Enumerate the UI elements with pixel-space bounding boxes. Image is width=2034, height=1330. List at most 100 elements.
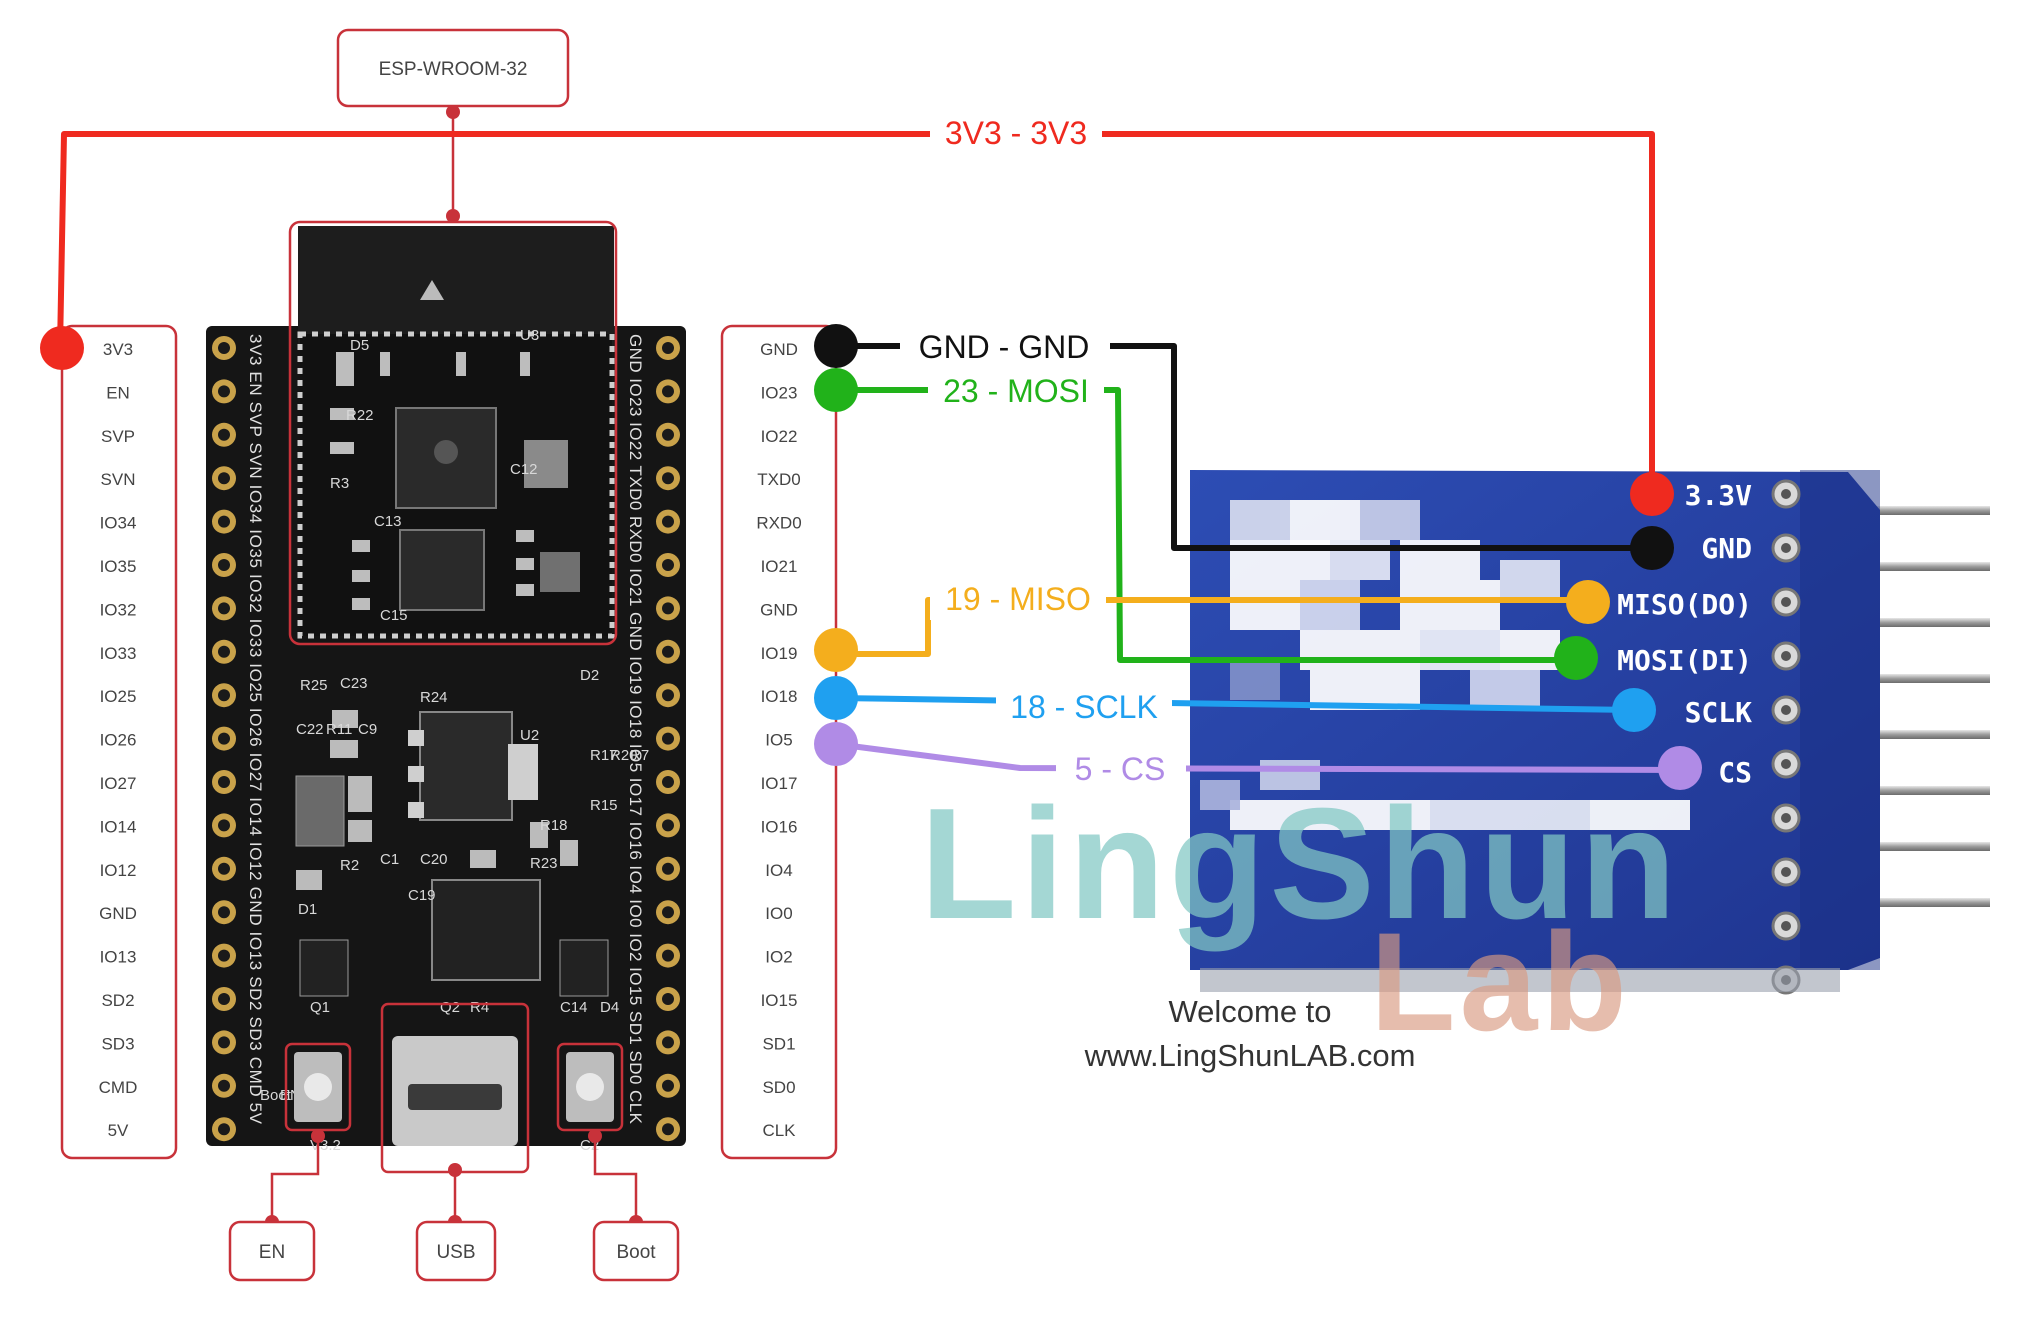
pixel-block <box>1300 630 1420 670</box>
left-pin-list: 3V3ENSVPSVNIO34IO35IO32IO33IO25IO26IO27I… <box>99 340 138 1140</box>
left-pin-label-io26: IO26 <box>100 731 137 750</box>
antenna-area <box>298 226 614 346</box>
board-lower-components <box>295 710 609 997</box>
header-hole-center <box>218 342 230 354</box>
wire-gnd: GND - GND <box>814 324 1674 570</box>
espressif-logo-icon <box>434 440 458 464</box>
silk-mark: D2 <box>580 667 599 684</box>
header-hole-center <box>218 862 230 875</box>
header-hole-center <box>662 949 674 962</box>
header-hole-center <box>662 602 674 615</box>
pixel-block <box>1400 580 1500 630</box>
header-hole-center <box>662 862 674 875</box>
right-pin-label-io17: IO17 <box>761 774 798 793</box>
left-pin-label-io33: IO33 <box>100 644 137 663</box>
wire-mosi: 23 - MOSI <box>814 368 1598 680</box>
sd-pin-hole-center <box>1781 813 1791 823</box>
en-label-box: EN <box>228 1220 316 1282</box>
sd-pin-label-5: CS <box>1718 756 1752 789</box>
silk-mark: R24 <box>420 689 448 706</box>
header-hole-center <box>662 819 674 832</box>
header-hole-center <box>218 689 230 702</box>
left-header-holes <box>212 336 236 1142</box>
header-hole-center <box>662 1123 674 1136</box>
left-pin-label-sd2: SD2 <box>101 991 134 1010</box>
right-pin-label-io4: IO4 <box>765 861 792 880</box>
header-hole-center <box>218 906 230 919</box>
silk-mark: C22 <box>296 721 324 738</box>
sd-pin-hole-center <box>1781 543 1791 553</box>
en-label: EN <box>259 1242 285 1263</box>
right-pin-label-io23: IO23 <box>761 383 798 402</box>
header-hole-center <box>218 949 230 962</box>
sd-header-pin <box>1830 786 1990 795</box>
header-hole-center <box>218 428 230 441</box>
pixel-block <box>1470 670 1540 710</box>
right-pin-label-io21: IO21 <box>761 557 798 576</box>
left-pin-label-svn: SVN <box>101 470 136 489</box>
header-hole-center <box>662 559 674 571</box>
left-pin-label-io13: IO13 <box>100 948 137 967</box>
header-hole-center <box>662 993 674 1005</box>
sd-pin-label-0: 3.3V <box>1685 479 1753 512</box>
sd-header-pin <box>1830 506 1990 515</box>
header-hole-center <box>218 1036 230 1049</box>
bottom-pointer-lines <box>270 1134 638 1222</box>
right-pin-list: GNDIO23IO22TXD0RXD0IO21GNDIO19IO18IO5IO1… <box>756 340 801 1140</box>
left-pin-label-io27: IO27 <box>100 774 137 793</box>
boot-button[interactable] <box>556 1042 624 1132</box>
left-pin-label-sd3: SD3 <box>101 1034 134 1053</box>
silk-mark: C23 <box>340 675 368 692</box>
silk-mark: D1 <box>298 901 317 918</box>
crystal <box>524 440 568 488</box>
sd-header-pin <box>1830 618 1990 627</box>
sd-header-pin <box>1830 842 1990 851</box>
silk-mark: R11 <box>326 721 352 738</box>
silk-mark: R25 <box>300 677 328 694</box>
pixel-block <box>1420 630 1500 670</box>
left-pin-label-5v: 5V <box>108 1121 129 1140</box>
silk-mark: R20 <box>610 747 638 764</box>
silk-mark: Boot <box>260 1087 292 1104</box>
silk-mark: R2 <box>340 857 359 874</box>
pixel-block <box>1430 800 1590 830</box>
right-pin-label-io2: IO2 <box>765 948 792 967</box>
header-hole-center <box>662 906 674 919</box>
sd-pin-hole-center <box>1781 651 1791 661</box>
silk-mark: C20 <box>420 851 448 868</box>
pixel-block <box>1230 580 1300 630</box>
silk-mark: Q1 <box>310 999 330 1016</box>
en-button[interactable] <box>284 1042 352 1132</box>
module-pointer-dot-top <box>446 105 460 119</box>
wire-3v3: 3V3 - 3V3 <box>40 112 1674 516</box>
esd-warning-icon <box>420 280 444 300</box>
header-hole-center <box>218 472 230 485</box>
wire-sclk-label: 18 - SCLK <box>1010 689 1158 725</box>
silk-mark: Q2 <box>440 999 460 1016</box>
silk-mark: R7 <box>630 747 649 764</box>
module-label-box: ESP-WROOM-32 <box>336 28 570 108</box>
silk-mark: R18 <box>540 817 568 834</box>
left-pin-label-svp: SVP <box>101 427 135 446</box>
footer-line1: Welcome to <box>1168 994 1331 1029</box>
silk-mark: R23 <box>530 855 558 872</box>
header-hole-center <box>662 1079 674 1092</box>
silk-mark: C12 <box>510 461 538 478</box>
left-pin-label-io35: IO35 <box>100 557 137 576</box>
wire-mosi-label: 23 - MOSI <box>943 373 1089 409</box>
pixel-block <box>1500 560 1560 600</box>
module-pointer-dot-bottom <box>446 209 460 223</box>
sd-pin-label-4: SCLK <box>1685 696 1753 729</box>
right-pin-label-io5: IO5 <box>765 731 792 750</box>
header-hole-center <box>218 1079 230 1092</box>
silk-mark: C15 <box>380 607 408 624</box>
left-pin-label-io14: IO14 <box>100 817 137 836</box>
header-hole-center <box>662 732 674 745</box>
silk-mark: C19 <box>408 887 436 904</box>
wire-sclk: 18 - SCLK <box>814 676 1656 732</box>
header-hole-center <box>218 602 230 615</box>
sd-pin-hole-center <box>1781 489 1791 499</box>
